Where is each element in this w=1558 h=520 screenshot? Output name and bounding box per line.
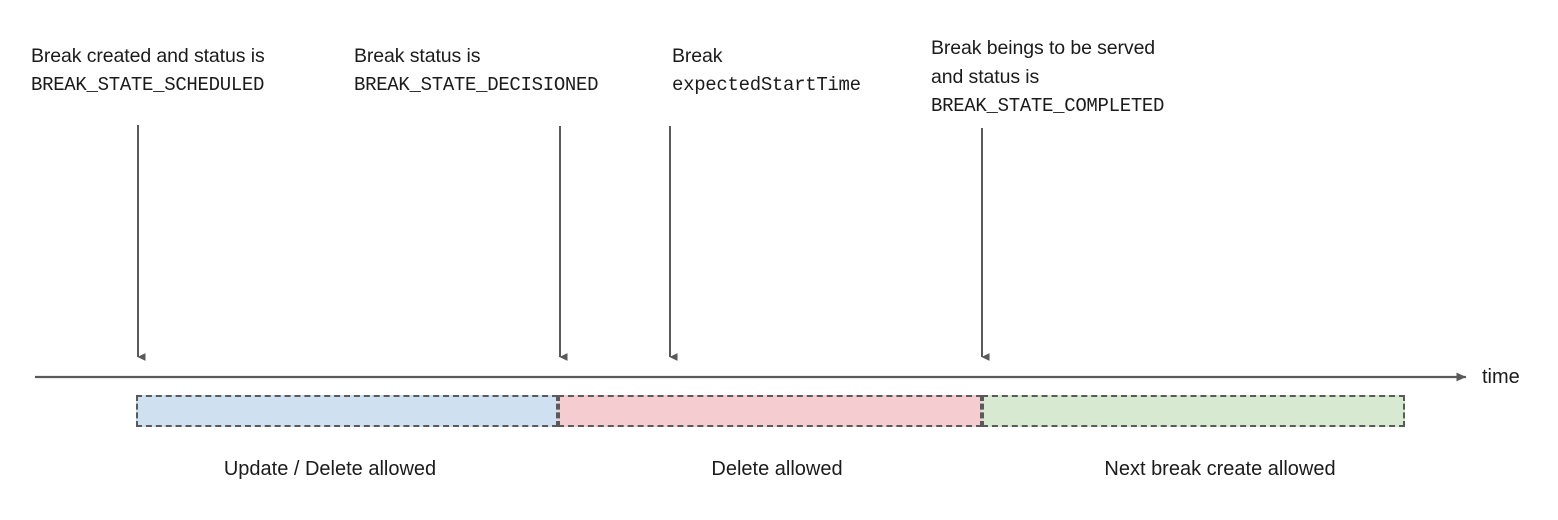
milestone-label-scheduled: Break created and status is BREAK_STATE_… [31,42,265,100]
milestone-label-completed-line-2: and status is [931,66,1040,88]
milestone-label-scheduled-line-2: BREAK_STATE_SCHEDULED [31,74,265,96]
milestone-label-expected-start-time-line-2: expectedStartTime [672,74,861,96]
milestone-label-decisioned-line-1: Break status is [354,45,481,67]
phase-caption-delete-only: Delete allowed [711,458,843,480]
phase-band-delete-only [558,395,982,427]
milestone-label-scheduled-line-1: Break created and status is [31,45,265,67]
phase-band-next-break-create [982,395,1405,427]
milestone-label-decisioned: Break status is BREAK_STATE_DECISIONED [354,42,599,100]
milestone-label-expected-start-time: Break expectedStartTime [672,42,861,100]
milestone-label-completed-line-3: BREAK_STATE_COMPLETED [931,95,1165,117]
milestone-label-decisioned-line-2: BREAK_STATE_DECISIONED [354,74,599,96]
time-axis-label: time [1482,366,1520,388]
milestone-label-completed-line-1: Break beings to be served [931,37,1156,59]
phase-caption-update-delete: Update / Delete allowed [223,458,437,480]
milestone-label-expected-start-time-line-1: Break [672,45,723,67]
phase-band-update-delete [136,395,558,427]
milestone-label-completed: Break beings to be served and status is … [931,34,1164,121]
phase-caption-next-break-create: Next break create allowed [1104,458,1336,480]
